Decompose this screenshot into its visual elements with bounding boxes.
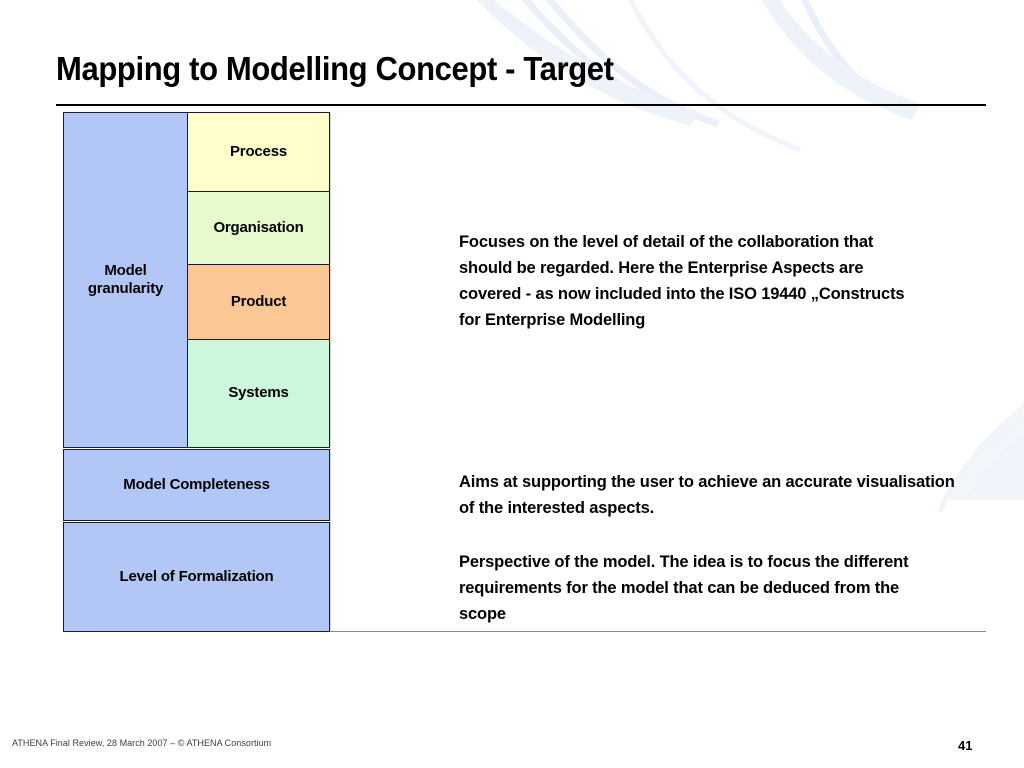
diagram-block-label: Organisation [213, 218, 304, 236]
description-model-granularity: Focuses on the level of detail of the co… [459, 233, 905, 330]
diagram-block-organisation[interactable]: Organisation [187, 191, 330, 265]
diagram-block-model-completeness[interactable]: Model Completeness [63, 449, 330, 521]
diagram-block-label: Product [230, 292, 287, 310]
modelling-concept-diagram: Model granularity Process Organisation P… [63, 112, 330, 632]
description-level-of-formalization: Perspective of the model. The idea is to… [459, 553, 909, 624]
content-gutter-divider [330, 112, 331, 631]
diagram-block-systems[interactable]: Systems [187, 339, 330, 448]
page-title: Mapping to Modelling Concept - Target [56, 50, 614, 87]
diagram-block-label: Process [230, 142, 287, 160]
diagram-block-level-of-formalization[interactable]: Level of Formalization [63, 522, 330, 632]
description-model-completeness: Aims at supporting the user to achieve a… [459, 473, 955, 518]
diagram-block-process[interactable]: Process [187, 112, 330, 192]
diagram-block-label: Systems [228, 384, 289, 402]
diagram-block-label: Model granularity [87, 261, 164, 297]
diagram-block-model-granularity[interactable]: Model granularity [63, 112, 188, 448]
diagram-block-product[interactable]: Product [187, 264, 330, 340]
footer-copyright: ATHENA Final Review, 28 March 2007 – © A… [12, 738, 272, 748]
diagram-block-label: Level of Formalization [119, 567, 274, 585]
diagram-block-label: Model Completeness [123, 475, 270, 493]
content-bottom-divider [330, 631, 986, 632]
title-underline [56, 104, 986, 106]
page-number: 41 [958, 738, 973, 753]
